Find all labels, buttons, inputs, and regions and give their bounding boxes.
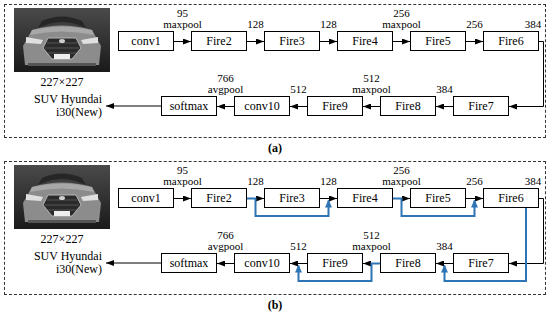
channel-label: 256 maxpool — [382, 165, 421, 187]
flow-arrow — [217, 106, 234, 107]
channel-label: 512 maxpool — [352, 230, 391, 252]
layer-name: softmax — [170, 256, 209, 270]
layer-box: softmax — [161, 96, 217, 116]
output-arrow — [106, 263, 161, 264]
layer-name: Fire3 — [279, 191, 304, 205]
layer-name: Fire4 — [352, 34, 377, 48]
layer-name: conv1 — [131, 191, 160, 205]
layer-name: Fire7 — [468, 256, 493, 270]
flow-arrow — [363, 106, 380, 107]
channel-label: 384 — [436, 84, 453, 95]
layer-name: Fire4 — [352, 191, 377, 205]
car-photo — [14, 8, 110, 72]
layer-box: Fire2 — [191, 31, 247, 51]
layer-box: Fire8 — [380, 253, 436, 273]
layer-name: Fire9 — [322, 99, 347, 113]
layer-name: conv10 — [244, 99, 279, 113]
flow-arrow — [247, 41, 264, 42]
class-label: SUV Hyundai i30(New) — [24, 250, 102, 276]
channel-label: 512 maxpool — [352, 73, 391, 95]
panel-caption: (a) — [5, 141, 545, 155]
layer-box: Fire4 — [337, 31, 393, 51]
layer-name: Fire3 — [279, 34, 304, 48]
layer-name: softmax — [170, 99, 209, 113]
bypass-arrow — [445, 208, 527, 281]
image-size-label: 227×227 — [14, 76, 110, 89]
channel-label: 128 — [320, 176, 337, 187]
layer-box: Fire8 — [380, 96, 436, 116]
layer-box: Fire3 — [264, 31, 320, 51]
panel-caption: (b) — [5, 298, 545, 312]
layer-box: Fire5 — [410, 188, 466, 208]
flow-arrow — [320, 198, 337, 199]
channel-label: 512 — [290, 241, 307, 252]
layer-name: Fire8 — [395, 256, 420, 270]
channel-label: 384 — [436, 241, 453, 252]
layer-name: Fire8 — [395, 99, 420, 113]
channel-label: 384 — [525, 19, 542, 30]
layer-name: Fire5 — [425, 34, 450, 48]
layer-box: Fire9 — [307, 96, 363, 116]
layer-box: Fire6 — [483, 188, 539, 208]
layer-box: Fire2 — [191, 188, 247, 208]
flow-arrow — [320, 41, 337, 42]
output-arrow — [106, 106, 161, 107]
channel-label: 384 — [525, 176, 542, 187]
layer-box: Fire7 — [453, 96, 509, 116]
channel-label: 256 — [466, 19, 483, 30]
channel-label: 512 — [290, 84, 307, 95]
layer-name: Fire2 — [206, 34, 231, 48]
flow-arrow — [174, 198, 191, 199]
layer-name: conv10 — [244, 256, 279, 270]
channel-label: 766 avgpool — [208, 73, 243, 95]
layer-box: Fire4 — [337, 188, 393, 208]
layer-name: Fire6 — [498, 34, 523, 48]
layer-box: softmax — [161, 253, 217, 273]
layer-name: Fire7 — [468, 99, 493, 113]
layer-name: Fire2 — [206, 191, 231, 205]
flow-arrow — [466, 41, 483, 42]
layer-name: Fire9 — [322, 256, 347, 270]
flow-arrow — [393, 41, 410, 42]
flow-arrow — [174, 41, 191, 42]
flow-arrow — [436, 263, 453, 264]
layer-box: conv10 — [234, 253, 290, 273]
channel-label: 128 — [320, 19, 337, 30]
layer-name: Fire5 — [425, 191, 450, 205]
layer-box: Fire9 — [307, 253, 363, 273]
channel-label: 128 — [247, 176, 264, 187]
channel-label: 95 maxpool — [163, 165, 202, 187]
class-label: SUV Hyundai i30(New) — [24, 93, 102, 119]
layer-name: conv1 — [131, 34, 160, 48]
layer-box: conv10 — [234, 96, 290, 116]
layer-box: Fire7 — [453, 253, 509, 273]
layer-name: Fire6 — [498, 191, 523, 205]
channel-label: 95 maxpool — [163, 8, 202, 30]
channel-label: 256 maxpool — [382, 8, 421, 30]
flow-arrow — [290, 106, 307, 107]
layer-box: Fire6 — [483, 31, 539, 51]
layer-box: Fire3 — [264, 188, 320, 208]
channel-label: 128 — [247, 19, 264, 30]
channel-label: 256 — [466, 176, 483, 187]
flow-arrow — [466, 198, 483, 199]
layer-box: conv1 — [118, 188, 174, 208]
flow-arrow — [436, 106, 453, 107]
flow-arrow — [290, 263, 307, 264]
flow-arrow — [217, 263, 234, 264]
layer-box: Fire5 — [410, 31, 466, 51]
flow-arrow — [509, 42, 544, 107]
channel-label: 766 avgpool — [208, 230, 243, 252]
car-photo — [14, 165, 110, 229]
layer-box: conv1 — [118, 31, 174, 51]
image-size-label: 227×227 — [14, 233, 110, 246]
